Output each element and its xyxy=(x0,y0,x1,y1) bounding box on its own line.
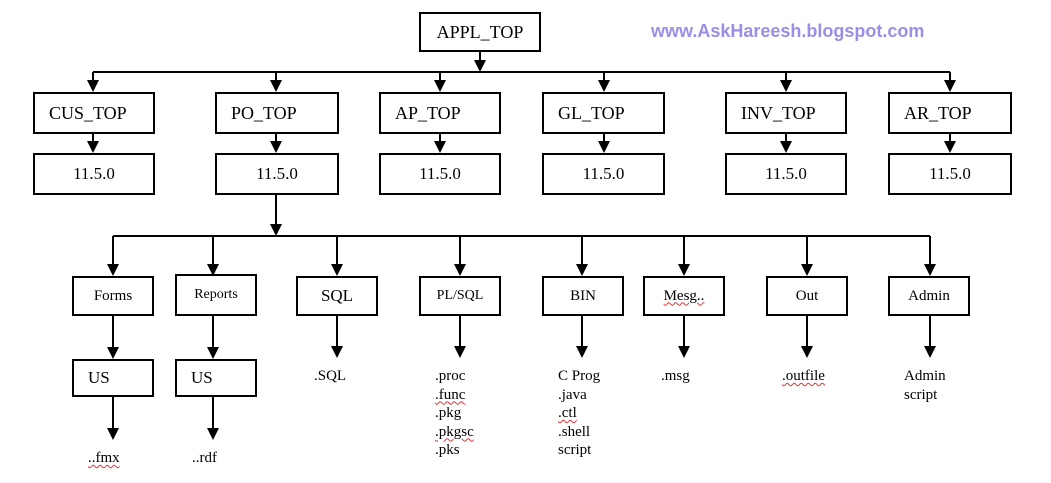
node-forms: Forms xyxy=(72,276,154,316)
node-reports: Reports xyxy=(175,274,257,316)
node-cus-top: CUS_TOP xyxy=(33,92,155,134)
node-admin: Admin xyxy=(888,276,970,316)
node-po-version: 11.5.0 xyxy=(215,153,339,195)
node-sql: SQL xyxy=(296,276,378,316)
node-gl-version: 11.5.0 xyxy=(542,153,665,195)
leaf-admin: Admin script xyxy=(904,367,946,404)
leaf-plsql-item: .proc xyxy=(435,368,466,384)
arrowhead xyxy=(678,346,690,358)
node-mesg: Mesg.. xyxy=(643,276,725,316)
arrowhead xyxy=(270,224,282,236)
node-plsql: PL/SQL xyxy=(419,276,501,316)
arrowhead xyxy=(576,346,588,358)
leaf-bin-item: .java xyxy=(558,386,587,403)
leaf-bin-item: .shell xyxy=(558,423,591,440)
leaf-bin: C Prog .java .ctl .shell script xyxy=(558,367,600,460)
leaf-mesg: .msg xyxy=(661,367,690,386)
arrowhead xyxy=(944,80,956,92)
node-mesg-label: Mesg.. xyxy=(663,287,705,304)
arrowhead xyxy=(207,428,219,440)
node-ap-version: 11.5.0 xyxy=(379,153,501,195)
arrowhead xyxy=(576,264,588,276)
arrowhead xyxy=(454,264,466,276)
arrowhead xyxy=(801,264,813,276)
leaf-out: .outfile xyxy=(782,367,825,386)
leaf-bin-item: .ctl xyxy=(558,405,577,421)
node-cus-version: 11.5.0 xyxy=(33,153,155,195)
node-bin: BIN xyxy=(542,276,624,316)
leaf-plsql-item: .func xyxy=(435,386,466,403)
arrowhead xyxy=(598,141,610,153)
arrowhead xyxy=(331,264,343,276)
arrowhead xyxy=(331,346,343,358)
arrowhead xyxy=(944,141,956,153)
arrowhead xyxy=(207,347,219,359)
arrowhead xyxy=(780,141,792,153)
arrowhead xyxy=(87,80,99,92)
leaf-admin-item: Admin xyxy=(904,368,946,384)
arrowhead xyxy=(107,347,119,359)
arrowhead xyxy=(801,346,813,358)
leaf-forms-item: ..fmx xyxy=(88,450,120,466)
arrowhead xyxy=(780,80,792,92)
node-inv-version: 11.5.0 xyxy=(725,153,847,195)
arrowhead xyxy=(678,264,690,276)
arrowhead xyxy=(454,346,466,358)
arrowhead xyxy=(598,80,610,92)
arrowhead xyxy=(207,264,219,276)
arrowhead xyxy=(924,346,936,358)
arrowhead xyxy=(107,428,119,440)
arrowhead xyxy=(434,141,446,153)
arrowhead xyxy=(87,141,99,153)
node-po-top: PO_TOP xyxy=(215,92,339,134)
arrowhead xyxy=(270,80,282,92)
node-out: Out xyxy=(766,276,848,316)
leaf-plsql-item: .pkgsc xyxy=(435,423,474,440)
leaf-mesg-item: .msg xyxy=(661,368,690,384)
leaf-plsql-item: .pks xyxy=(435,442,460,458)
arrowhead xyxy=(474,60,486,72)
node-ar-version: 11.5.0 xyxy=(888,153,1012,195)
leaf-reports-item: ..rdf xyxy=(192,450,217,466)
arrowhead xyxy=(434,80,446,92)
node-ap-top: AP_TOP xyxy=(379,92,501,134)
node-appl-top: APPL_TOP xyxy=(419,12,541,52)
leaf-sql: .SQL xyxy=(314,367,346,386)
arrowhead xyxy=(924,264,936,276)
node-ar-top: AR_TOP xyxy=(888,92,1012,134)
leaf-plsql: .proc .func .pkg .pkgsc .pks xyxy=(435,367,474,460)
arrowhead xyxy=(107,264,119,276)
leaf-bin-item: script xyxy=(558,442,592,458)
leaf-reports: ..rdf xyxy=(192,449,217,468)
leaf-bin-item: C Prog xyxy=(558,368,601,384)
watermark: www.AskHareesh.blogspot.com xyxy=(651,21,925,41)
leaf-out-item: .outfile xyxy=(782,368,825,384)
node-reports-us: US xyxy=(175,359,257,397)
leaf-admin-item: script xyxy=(904,386,938,403)
node-inv-top: INV_TOP xyxy=(725,92,847,134)
leaf-plsql-item: .pkg xyxy=(435,405,462,421)
leaf-sql-item: .SQL xyxy=(314,368,347,384)
arrowhead xyxy=(270,141,282,153)
node-gl-top: GL_TOP xyxy=(542,92,665,134)
node-forms-us: US xyxy=(72,359,154,397)
leaf-forms: ..fmx xyxy=(88,449,120,468)
